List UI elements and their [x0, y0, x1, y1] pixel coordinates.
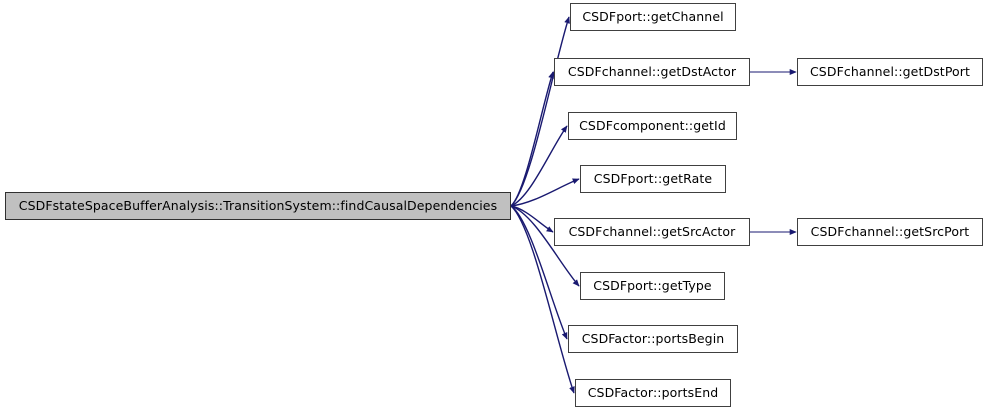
graph-node-label: CSDFchannel::getDstActor — [567, 63, 737, 79]
graph-node-portsBegin[interactable]: CSDFactor::portsBegin — [568, 325, 738, 353]
graph-node-getRate[interactable]: CSDFport::getRate — [580, 165, 726, 193]
graph-edge-root-to-getId — [510, 125, 568, 207]
graph-node-label: CSDFchannel::getSrcPort — [810, 223, 970, 239]
graph-node-label: CSDFport::getChannel — [582, 8, 724, 24]
graph-node-portsEnd[interactable]: CSDFactor::portsEnd — [575, 379, 731, 407]
graph-node-getId[interactable]: CSDFcomponent::getId — [568, 112, 737, 140]
graph-node-label: CSDFcomponent::getId — [579, 117, 726, 133]
graph-node-getChannel[interactable]: CSDFport::getChannel — [570, 3, 736, 31]
graph-node-label: CSDFactor::portsBegin — [581, 330, 725, 346]
graph-node-getSrcActor[interactable]: CSDFchannel::getSrcActor — [554, 218, 750, 246]
graph-node-label: CSDFport::getRate — [593, 170, 713, 186]
graph-node-label: CSDFactor::portsEnd — [587, 384, 719, 400]
graph-edge-root-to-getRate — [510, 178, 580, 207]
graph-edge-root-to-getDstActor — [510, 71, 554, 207]
graph-node-getDstPort[interactable]: CSDFchannel::getDstPort — [797, 58, 983, 86]
graph-node-root: CSDFstateSpaceBufferAnalysis::Transition… — [5, 192, 511, 220]
graph-node-label: CSDFstateSpaceBufferAnalysis::Transition… — [18, 197, 498, 213]
graph-node-getSrcPort[interactable]: CSDFchannel::getSrcPort — [797, 218, 983, 246]
graph-node-label: CSDFport::getType — [593, 277, 712, 293]
graph-node-label: CSDFchannel::getSrcActor — [568, 223, 736, 239]
graph-edge-root-to-getSrcActor — [510, 205, 554, 233]
graph-node-getDstActor[interactable]: CSDFchannel::getDstActor — [554, 58, 750, 86]
graph-edge-root-to-getChannel — [510, 16, 570, 207]
graph-node-label: CSDFchannel::getDstPort — [809, 63, 970, 79]
graph-node-getType[interactable]: CSDFport::getType — [580, 272, 725, 300]
